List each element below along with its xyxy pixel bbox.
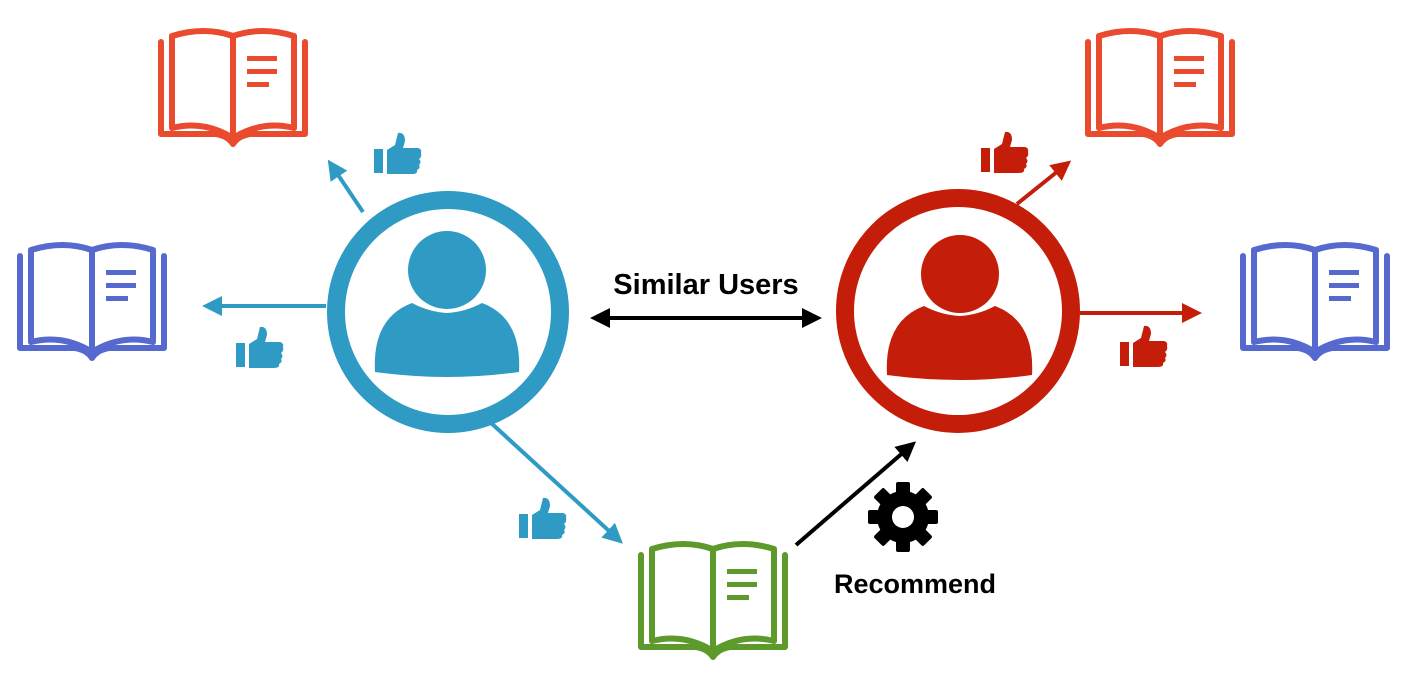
user-b bbox=[836, 189, 1080, 433]
thumbs-up-icon-b2 bbox=[1120, 325, 1168, 367]
book-icon-green-recommended bbox=[641, 544, 785, 657]
book-icon-blue-right bbox=[1243, 245, 1387, 358]
book-icon-blue-left bbox=[20, 245, 164, 358]
similar-users-label: Similar Users bbox=[613, 269, 798, 301]
user-a bbox=[327, 191, 569, 433]
thumbs-up-icon-b1 bbox=[981, 131, 1029, 173]
recommend-arrow bbox=[794, 441, 917, 547]
thumbs-up-icon-a2 bbox=[236, 326, 284, 368]
arrow-user-a-to-red-book bbox=[327, 159, 365, 214]
arrow-user-a-to-green-book bbox=[488, 420, 623, 544]
thumbs-up-icon-a1 bbox=[374, 132, 422, 174]
book-icon-red-right bbox=[1088, 31, 1232, 144]
arrow-user-b-to-red-book bbox=[1015, 160, 1072, 206]
thumbs-up-icon-a3 bbox=[519, 497, 567, 539]
recommend-label: Recommend bbox=[834, 569, 996, 599]
gear-icon bbox=[868, 482, 938, 552]
person-icon-user-b bbox=[886, 235, 1033, 380]
person-icon-user-a bbox=[374, 231, 520, 377]
book-icon-red-left bbox=[161, 31, 305, 144]
